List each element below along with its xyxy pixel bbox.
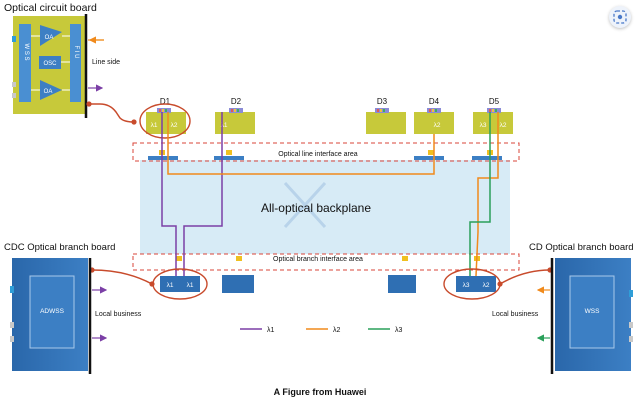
degree-board-d1: D1 λ1 λ2 (146, 97, 186, 134)
lambda2-path-d1-d4 (167, 112, 435, 175)
cd-optical-branch-board: WSS (555, 258, 633, 371)
visual-search-glyph (613, 10, 627, 24)
lambda1-path-d2 (183, 112, 223, 276)
visual-search-icon[interactable] (609, 6, 631, 28)
left-branch-ports: λ1 λ1 (160, 276, 200, 292)
degree-label-d4: D4 (429, 97, 440, 106)
right-branch-ports: λ3 λ2 (456, 276, 496, 292)
wss-label: W S S (23, 43, 29, 60)
fiu-label: F I U (73, 46, 79, 59)
d2-port-l1: λ1 (221, 122, 228, 129)
adwss-module (29, 275, 75, 349)
right-port-1: λ3 (463, 282, 470, 289)
backplane (140, 160, 510, 254)
left-port-1: λ1 (167, 282, 174, 289)
osc-block (39, 56, 61, 69)
wss-block (19, 24, 31, 102)
line-interface-label: Optical line interface area (278, 151, 357, 158)
oa-top-label: OA (45, 35, 54, 41)
degree-label-d1: D1 (160, 97, 171, 106)
degree-label-d2: D2 (231, 97, 242, 106)
branch-interface-area (132, 253, 520, 271)
lambda2-path-d5 (475, 112, 499, 277)
wss-module (569, 275, 615, 349)
d1-highlight-ring (139, 103, 191, 139)
oa-top-amplifier (40, 25, 62, 46)
branch-interface-label: Optical branch interface area (273, 256, 363, 263)
left-port-2: λ1 (187, 282, 194, 289)
degree-board-d3: D3 (366, 97, 406, 134)
oa-bottom-label: OA (44, 89, 53, 95)
cdc-local-business-label: Local business (95, 311, 142, 318)
osc-label: OSC (43, 61, 57, 67)
cd-local-business-label: Local business (492, 311, 539, 318)
backplane-label: All-optical backplane (261, 201, 371, 215)
cdc-board-title: CDC Optical branch board (4, 242, 115, 253)
degree-board-d4: D4 λ2 (414, 97, 454, 134)
right-port-2: λ2 (483, 282, 490, 289)
figure-caption: A Figure from Huawei (274, 387, 367, 397)
d4-port-l2: λ2 (434, 122, 441, 129)
d1-port-l2: λ2 (171, 122, 178, 129)
degree-board-d5: D5 λ3 λ2 (473, 97, 513, 134)
line-side-label: Line side (92, 59, 120, 66)
legend-lambda1: λ1 (267, 327, 275, 334)
d5-port-l3: λ3 (480, 122, 487, 129)
optical-circuit-board: W S S F I U OA OSC OA (12, 16, 86, 114)
legend-lambda3: λ3 (395, 327, 403, 334)
line-interface-area (132, 142, 520, 162)
oa-bottom-amplifier (40, 80, 62, 100)
fiu-block (70, 24, 81, 102)
legend: λ1 λ2 λ3 (240, 327, 403, 334)
d5-port-l2: λ2 (500, 122, 507, 129)
cdc-optical-branch-board: ADWSS (10, 258, 88, 371)
adwss-label: ADWSS (40, 308, 65, 315)
degree-board-d2: D2 λ1 (215, 97, 255, 134)
degree-label-d5: D5 (489, 97, 500, 106)
wss-module-label: WSS (585, 308, 600, 315)
optical-circuit-board-title: Optical circuit board (4, 2, 97, 14)
backplane-cross-icon (283, 181, 327, 229)
cd-board-title: CD Optical branch board (529, 242, 634, 253)
legend-lambda2: λ2 (333, 327, 341, 334)
lambda3-path-d5 (469, 112, 491, 276)
lambda1-path-d1 (161, 112, 177, 276)
d1-port-l1: λ1 (151, 122, 158, 129)
degree-label-d3: D3 (377, 97, 388, 106)
